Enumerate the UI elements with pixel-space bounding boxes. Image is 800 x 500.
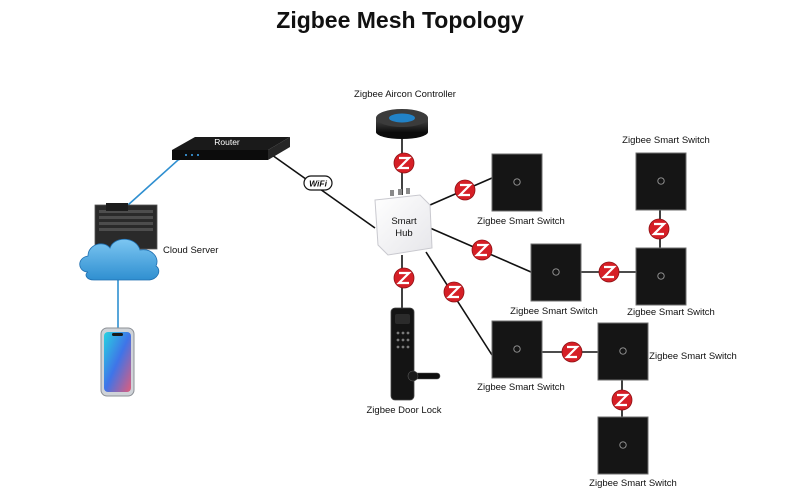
smart-switch-icon bbox=[597, 322, 649, 381]
switch-label: Zigbee Smart Switch bbox=[477, 382, 565, 393]
switch-node-4: Zigbee Smart Switch bbox=[622, 135, 710, 211]
switch-label: Zigbee Smart Switch bbox=[622, 135, 710, 146]
hub-label-line2: Hub bbox=[395, 228, 412, 239]
router-label: Router bbox=[214, 137, 240, 147]
wifi-label: WiFi bbox=[309, 179, 328, 189]
smart-switch-icon bbox=[491, 320, 543, 379]
smart-switch-icon bbox=[635, 247, 687, 306]
aircon-controller-icon bbox=[376, 109, 428, 139]
switch-label: Zigbee Smart Switch bbox=[649, 351, 737, 362]
router-hub-link bbox=[271, 154, 376, 229]
door-lock-label: Zigbee Door Lock bbox=[367, 405, 442, 416]
smart-switch-icon bbox=[491, 153, 543, 212]
switch-label: Zigbee Smart Switch bbox=[510, 306, 598, 317]
switch-label: Zigbee Smart Switch bbox=[627, 307, 715, 318]
aircon-node: Zigbee Aircon Controller bbox=[354, 89, 456, 139]
aircon-label: Zigbee Aircon Controller bbox=[354, 89, 456, 100]
smart-switch-icon bbox=[635, 152, 687, 211]
zigbee-logo-icon bbox=[560, 340, 584, 364]
zigbee-logo-icon bbox=[610, 388, 634, 412]
smart-switch-icon bbox=[597, 416, 649, 475]
switch-node-2: Zigbee Smart Switch bbox=[510, 243, 598, 317]
door-lock-icon bbox=[390, 307, 441, 401]
zigbee-logo-icon bbox=[647, 217, 671, 241]
hub-switch5-link bbox=[425, 251, 493, 356]
zigbee-logo-icon bbox=[597, 260, 621, 284]
switch-node-6: Zigbee Smart Switch bbox=[597, 322, 737, 381]
smartphone-icon bbox=[100, 327, 135, 397]
switch-node-1: Zigbee Smart Switch bbox=[477, 153, 565, 227]
zigbee-logo-icon bbox=[453, 178, 477, 202]
switch-label: Zigbee Smart Switch bbox=[477, 216, 565, 227]
switch-node-5: Zigbee Smart Switch bbox=[477, 320, 565, 393]
zigbee-logo-icon bbox=[470, 238, 494, 262]
zigbee-logo-icon bbox=[392, 266, 416, 290]
router-node: Router bbox=[172, 137, 290, 160]
cloud-server-icon bbox=[79, 203, 160, 281]
cloud-server-node: Cloud Server bbox=[79, 203, 218, 281]
smart-hub-icon bbox=[374, 188, 433, 256]
switch-node-3: Zigbee Smart Switch bbox=[627, 247, 715, 318]
wifi-badge: WiFi bbox=[303, 175, 333, 191]
zigbee-logo-icon bbox=[392, 151, 416, 175]
smart-switch-icon bbox=[530, 243, 582, 302]
smartphone-node bbox=[100, 327, 135, 397]
router-icon bbox=[172, 137, 290, 160]
zigbee-logo-icon bbox=[442, 280, 466, 304]
hub-label-line1: Smart bbox=[391, 216, 417, 227]
switch-node-7: Zigbee Smart Switch bbox=[589, 416, 677, 489]
door-lock-node: Zigbee Door Lock bbox=[367, 307, 442, 416]
switch-label: Zigbee Smart Switch bbox=[589, 478, 677, 489]
smart-hub-node: Smart Hub bbox=[374, 188, 433, 256]
cloud-server-label: Cloud Server bbox=[163, 245, 218, 256]
server-router-link bbox=[127, 152, 196, 206]
diagram-title: Zigbee Mesh Topology bbox=[276, 7, 524, 33]
